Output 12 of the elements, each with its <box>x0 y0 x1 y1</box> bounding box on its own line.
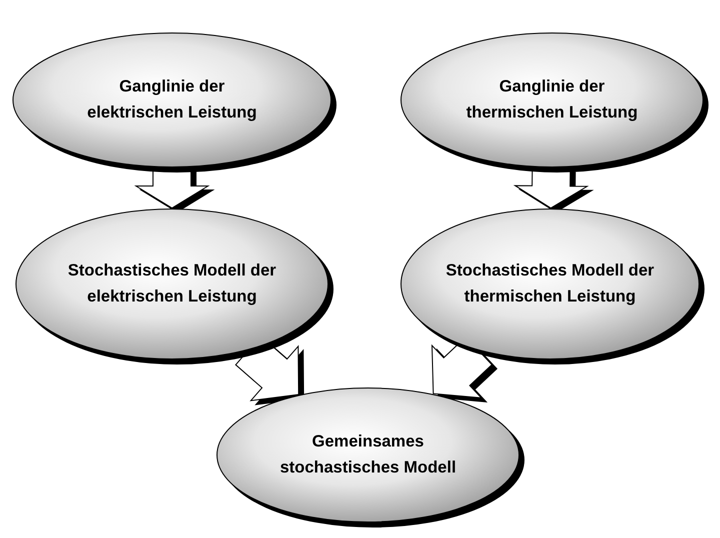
node-label: Stochastisches Modell der thermischen Leistung <box>444 260 656 307</box>
block-arrow <box>513 167 589 209</box>
ellipse-node <box>400 208 700 360</box>
node-label: Ganglinie der thermischen Leistung <box>465 76 639 123</box>
ellipse-node <box>16 208 328 360</box>
ellipse-node <box>216 388 520 522</box>
node-label: Ganglinie der elektrischen Leistung <box>86 76 258 123</box>
ellipse-node <box>12 32 332 168</box>
node-label: Stochastisches Modell der elektrischen Leistung <box>66 260 278 307</box>
block-arrow <box>134 168 210 209</box>
ellipse-node <box>400 32 704 168</box>
node-label: Gemeinsames stochastisches Modell <box>278 431 458 478</box>
